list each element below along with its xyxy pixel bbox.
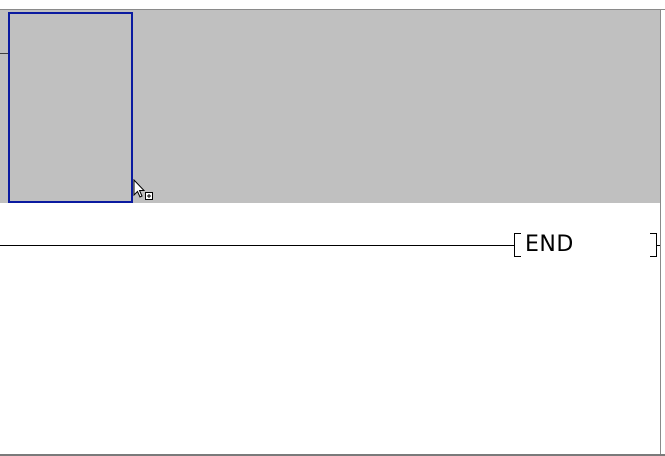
arrow-with-plus-pointer-icon bbox=[133, 179, 153, 200]
end-instruction-left-bracket bbox=[514, 233, 521, 257]
left-power-rail-tick bbox=[0, 53, 8, 54]
end-instruction-label[interactable]: END bbox=[525, 232, 574, 257]
right-power-rail-tick bbox=[657, 245, 661, 246]
right-edge bbox=[661, 10, 665, 455]
selected-rung-area[interactable] bbox=[0, 10, 660, 203]
end-rung-line[interactable] bbox=[0, 245, 515, 246]
end-instruction-right-bracket bbox=[650, 233, 657, 257]
bottom-border bbox=[0, 454, 665, 456]
top-border bbox=[0, 9, 665, 10]
right-power-rail bbox=[660, 10, 661, 455]
cursor-cell[interactable] bbox=[8, 12, 133, 203]
